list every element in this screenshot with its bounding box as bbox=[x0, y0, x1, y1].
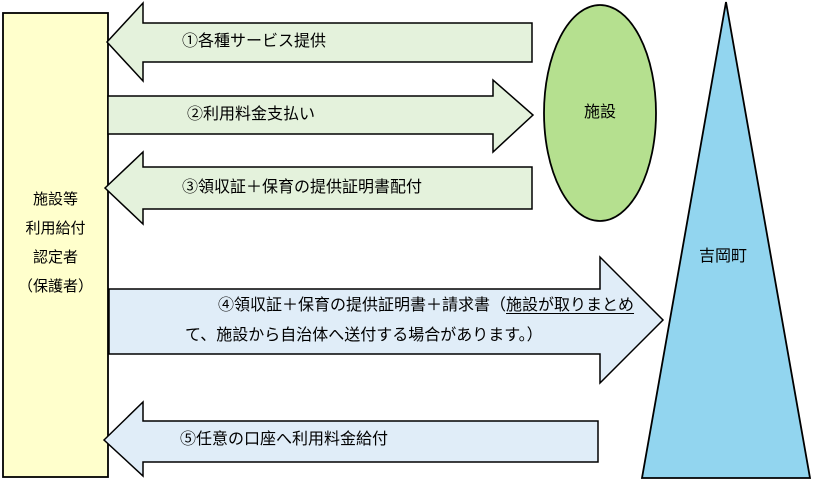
arrow-5-label: ⑤任意の口座へ利用料金給付 bbox=[180, 431, 389, 448]
guardian-label-line-3: 認定者 bbox=[32, 250, 78, 266]
arrow-4-right-shape bbox=[108, 255, 665, 385]
guardian-label-line-4: （保護者） bbox=[17, 279, 93, 295]
arrow-5-left-shape bbox=[102, 400, 599, 478]
guardian-box-label: 施設等 利用給付 認定者 （保護者） bbox=[3, 186, 108, 302]
arrow-4-label: ④領収証＋保育の提供証明書＋請求書（施設が取りまとめ て、施設から自治体へ送付す… bbox=[185, 291, 655, 351]
arrow-3-left-shape bbox=[103, 150, 533, 226]
arrow-1-label: ①各種サービス提供 bbox=[182, 33, 327, 50]
arrow-2-right-shape bbox=[107, 78, 535, 154]
town-label: 吉岡町 bbox=[698, 248, 747, 265]
guardian-label-line-1: 施設等 bbox=[32, 192, 78, 208]
guardian-box bbox=[2, 12, 109, 478]
arrow-3-label: ③領収証＋保育の提供証明書配付 bbox=[182, 179, 423, 196]
arrow-1-left-shape bbox=[105, 1, 533, 83]
arrow-2-label: ②利用料金支払い bbox=[187, 106, 316, 123]
town-triangle bbox=[640, 1, 812, 479]
arrow-4-label-underlined: 施設が取りまとめ bbox=[506, 297, 635, 314]
arrow-4-label-prefix: ④領収証＋保育の提供証明書＋請求書（ bbox=[218, 297, 507, 314]
arrow-4-label-line-1: ④領収証＋保育の提供証明書＋請求書（施設が取りまとめ bbox=[218, 291, 655, 321]
arrow-4-label-line-2: て、施設から自治体へ送付する場合があります。） bbox=[185, 327, 543, 344]
facility-label: 施設 bbox=[583, 104, 616, 121]
facility-ellipse bbox=[543, 4, 657, 222]
guardian-label-line-2: 利用給付 bbox=[25, 221, 86, 237]
